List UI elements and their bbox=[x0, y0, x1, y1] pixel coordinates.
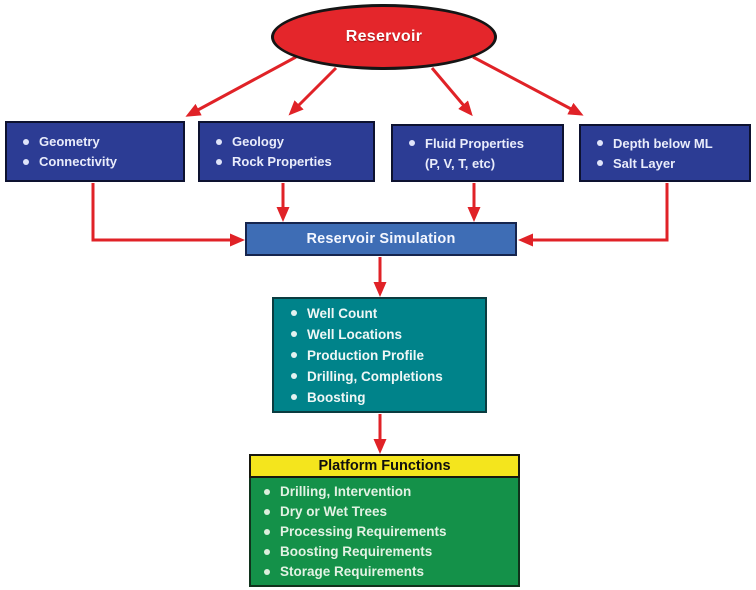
arrow-depth-to-simulation bbox=[518, 183, 669, 247]
reservoir-label: Reservoir bbox=[345, 28, 423, 45]
arrow-reservoir-to-geometry bbox=[185, 55, 297, 117]
list-item: Depth below ML bbox=[597, 136, 749, 151]
list-item-label: Fluid Properties bbox=[425, 135, 524, 151]
list-item-label: Geology bbox=[232, 134, 285, 149]
input-box-fluid-properties: Fluid Properties (P, V, T, etc) bbox=[391, 124, 564, 182]
bullet-icon bbox=[291, 394, 297, 400]
list-item-label: Well Count bbox=[307, 305, 378, 321]
simulation-box: Reservoir Simulation bbox=[245, 222, 517, 256]
bullet-icon bbox=[264, 548, 270, 555]
list-item-label: Boosting bbox=[307, 389, 366, 405]
list-item: Geometry bbox=[23, 134, 183, 149]
bullet-icon bbox=[264, 568, 270, 575]
bullet-icon bbox=[264, 508, 270, 515]
list-item: Connectivity bbox=[23, 154, 183, 169]
arrow-reservoir-to-geology bbox=[288, 66, 338, 116]
arrow-reservoir-to-fluid bbox=[430, 67, 473, 117]
list-item: Fluid Properties bbox=[409, 136, 562, 151]
list-item-label: Depth below ML bbox=[613, 135, 713, 151]
list-item-label: (P, V, T, etc) bbox=[425, 155, 496, 171]
bullet-icon bbox=[264, 528, 270, 535]
list-item: Production Profile bbox=[291, 348, 485, 363]
bullet-icon bbox=[597, 140, 603, 146]
list-item-label: Connectivity bbox=[39, 154, 118, 169]
bullet-icon bbox=[216, 138, 222, 145]
list-item: Well Locations bbox=[291, 327, 485, 342]
list-item-label: Storage Requirements bbox=[280, 564, 425, 579]
list-item: Well Count bbox=[291, 306, 485, 321]
list-item-label: Dry or Wet Trees bbox=[280, 504, 388, 519]
platform-functions-title: Platform Functions bbox=[318, 458, 451, 474]
input-box-geometry: Geometry Connectivity bbox=[5, 121, 185, 182]
list-item: Boosting Requirements bbox=[264, 544, 518, 559]
bullet-icon bbox=[23, 158, 29, 165]
platform-functions-header: Platform Functions bbox=[249, 454, 520, 478]
list-item: (P, V, T, etc) bbox=[409, 156, 562, 171]
arrow-geometry-to-simulation bbox=[91, 183, 245, 247]
bullet-icon bbox=[291, 331, 297, 337]
bullet-icon bbox=[216, 158, 222, 165]
input-box-geology: Geology Rock Properties bbox=[198, 121, 375, 182]
arrow-reservoir-to-depth bbox=[472, 55, 584, 116]
bullet-icon bbox=[291, 352, 297, 358]
platform-functions-box: Platform Functions Drilling, Interventio… bbox=[249, 454, 520, 587]
list-item-label: Processing Requirements bbox=[280, 524, 447, 539]
list-item: Storage Requirements bbox=[264, 564, 518, 579]
bullet-icon bbox=[264, 488, 270, 495]
list-item: Drilling, Intervention bbox=[264, 484, 518, 499]
list-item-label: Drilling, Intervention bbox=[280, 484, 412, 499]
list-item-label: Boosting Requirements bbox=[280, 544, 433, 559]
list-item: Salt Layer bbox=[597, 156, 749, 171]
list-item: Rock Properties bbox=[216, 154, 373, 169]
list-item: Dry or Wet Trees bbox=[264, 504, 518, 519]
bullet-icon bbox=[597, 160, 603, 166]
input-box-depth: Depth below ML Salt Layer bbox=[579, 124, 751, 182]
list-item: Boosting bbox=[291, 390, 485, 405]
simulation-label: Reservoir Simulation bbox=[306, 231, 456, 247]
list-item-label: Salt Layer bbox=[613, 155, 676, 171]
list-item-label: Well Locations bbox=[307, 326, 403, 342]
list-item: Processing Requirements bbox=[264, 524, 518, 539]
simulation-outputs-box: Well Count Well Locations Production Pro… bbox=[272, 297, 487, 413]
reservoir-node: Reservoir bbox=[271, 4, 497, 70]
bullet-icon bbox=[409, 140, 415, 146]
platform-functions-list: Drilling, Intervention Dry or Wet Trees … bbox=[249, 478, 520, 587]
bullet-icon bbox=[291, 373, 297, 379]
list-item-label: Drilling, Completions bbox=[307, 368, 443, 384]
bullet-icon bbox=[291, 310, 297, 316]
list-item-label: Production Profile bbox=[307, 347, 425, 363]
bullet-icon bbox=[23, 138, 29, 145]
list-item-label: Rock Properties bbox=[232, 154, 332, 169]
list-item-label: Geometry bbox=[39, 134, 100, 149]
list-item: Geology bbox=[216, 134, 373, 149]
list-item: Drilling, Completions bbox=[291, 369, 485, 384]
